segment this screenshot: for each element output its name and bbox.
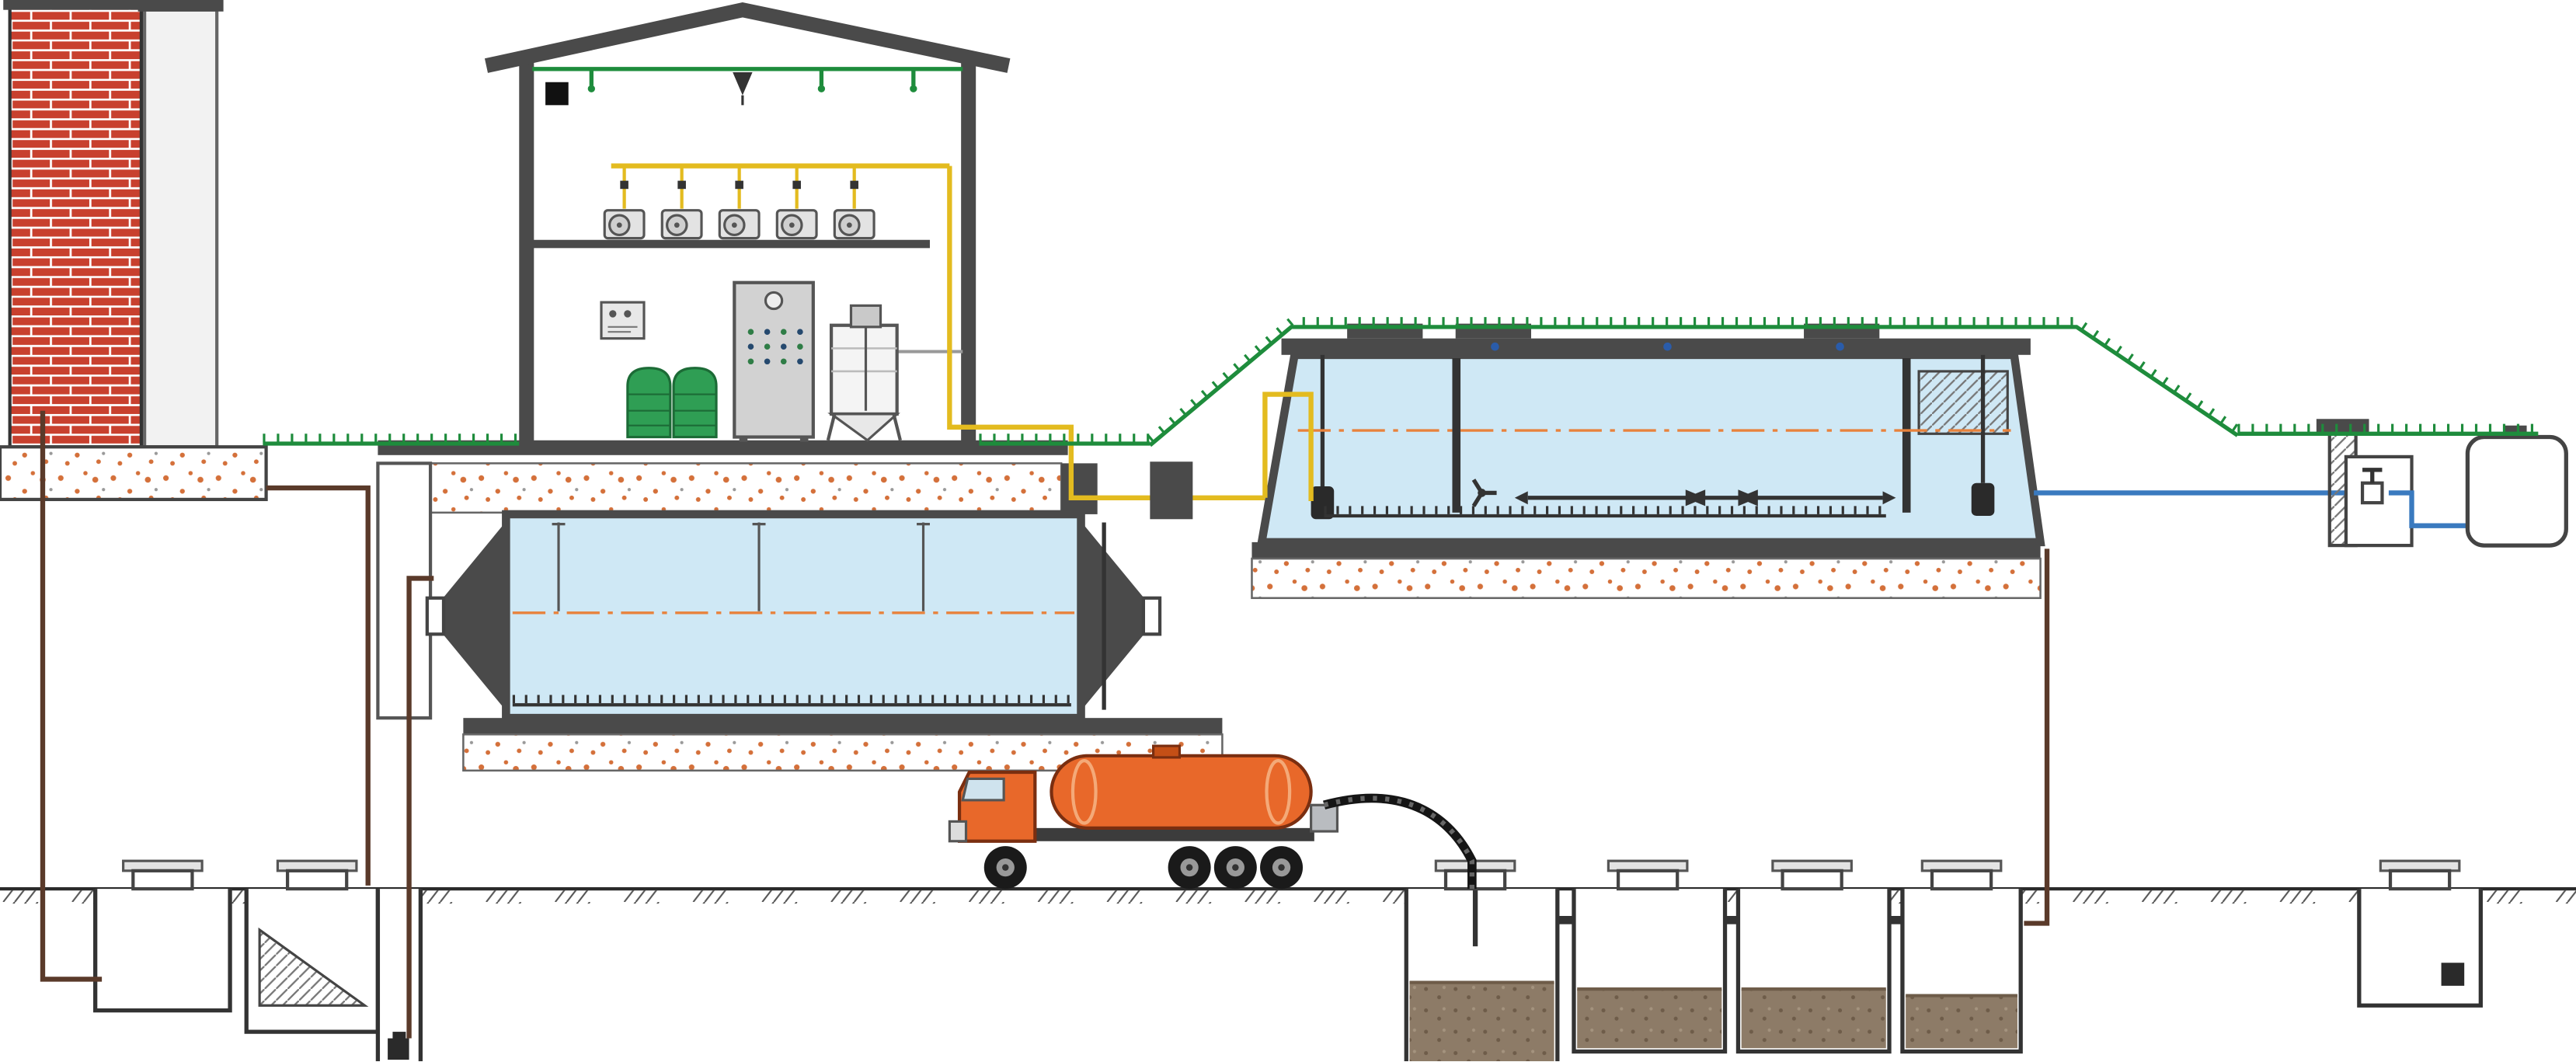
vacuum-truck <box>948 744 1477 890</box>
pump-box <box>1310 803 1339 833</box>
vent-box <box>545 82 569 106</box>
vent <box>1836 342 1844 351</box>
air-blowers <box>603 209 875 240</box>
settling-tank <box>425 510 1224 772</box>
outfall-pit <box>2357 889 2483 1008</box>
inclined-plates <box>1917 370 2009 435</box>
septic-chambers <box>1404 889 2023 1062</box>
tank-cover <box>1281 338 2031 355</box>
tanker-barrel <box>1050 754 1313 830</box>
foundation-gravel <box>1251 557 2042 600</box>
vent <box>1663 342 1672 351</box>
baffle <box>1902 358 1911 513</box>
air-manifold <box>611 163 950 209</box>
submersible-pumps <box>1311 354 1995 520</box>
manhole <box>1920 859 2003 891</box>
grass-mound <box>1148 325 2239 447</box>
mixer-propeller <box>1471 479 1497 507</box>
roof <box>484 2 1011 73</box>
distribution-header <box>1514 489 1896 507</box>
grass-surface <box>263 317 2539 447</box>
pump-riser <box>406 576 434 1039</box>
left-wall <box>519 59 534 447</box>
right-wall <box>961 59 976 447</box>
chassis <box>966 827 1314 841</box>
inlet-pit <box>93 889 232 1013</box>
ceiling-gas-pipe <box>532 67 963 106</box>
brick-chimney <box>3 0 148 449</box>
manhole <box>122 859 204 891</box>
aeration-tank <box>1251 323 2045 600</box>
left-cone <box>440 517 510 715</box>
cab-window <box>961 777 1005 802</box>
manhole <box>276 859 358 891</box>
manhole <box>2379 859 2461 891</box>
sump-pump <box>2441 963 2465 986</box>
air-feed-pipe <box>1262 392 1314 502</box>
vent <box>1491 342 1499 351</box>
manhole <box>1771 859 1853 891</box>
blower-building <box>484 2 1265 500</box>
underground-slab <box>376 440 1098 720</box>
baffle <box>1452 358 1461 513</box>
dosing-tanks <box>626 367 718 439</box>
wall-panel <box>600 301 646 340</box>
level-rods <box>552 522 930 611</box>
air-main-pipe <box>947 165 1265 500</box>
control-cabinet <box>733 280 815 442</box>
blower-unit <box>660 209 703 240</box>
wheels <box>983 846 1304 890</box>
mezzanine-floor <box>532 239 930 249</box>
junction-chamber <box>1150 461 1193 520</box>
riser-shaft <box>1061 463 1098 514</box>
mixer-tank <box>826 304 963 442</box>
tank-hatch <box>1152 744 1182 759</box>
bumper <box>948 820 968 843</box>
access-shaft <box>376 461 433 720</box>
manhole <box>1607 859 1689 891</box>
effluent-pipe-2 <box>2388 490 2468 528</box>
sewer-pipes <box>40 410 2050 1039</box>
chimney-downpipe <box>40 410 103 982</box>
blower-unit <box>718 209 761 240</box>
inclined-screen <box>258 927 369 1007</box>
house-drain <box>266 485 371 886</box>
blower-unit <box>833 209 875 240</box>
tank-drain <box>2024 548 2050 926</box>
outlet-works <box>2034 419 2568 548</box>
foundation-slab <box>463 718 1223 735</box>
chimney-shaft <box>138 0 224 449</box>
outlet-valve <box>2360 468 2384 505</box>
left-pits <box>93 889 423 1062</box>
effluent-tank <box>2465 434 2568 548</box>
shaft-pump <box>388 1038 409 1060</box>
mixer-motor <box>849 304 882 329</box>
chimney-foundation <box>0 445 268 502</box>
blower-unit <box>603 209 646 240</box>
blower-unit <box>775 209 818 240</box>
hanging-funnel <box>733 72 753 96</box>
foundation-slab <box>1251 541 2041 559</box>
right-cone <box>1077 517 1147 715</box>
